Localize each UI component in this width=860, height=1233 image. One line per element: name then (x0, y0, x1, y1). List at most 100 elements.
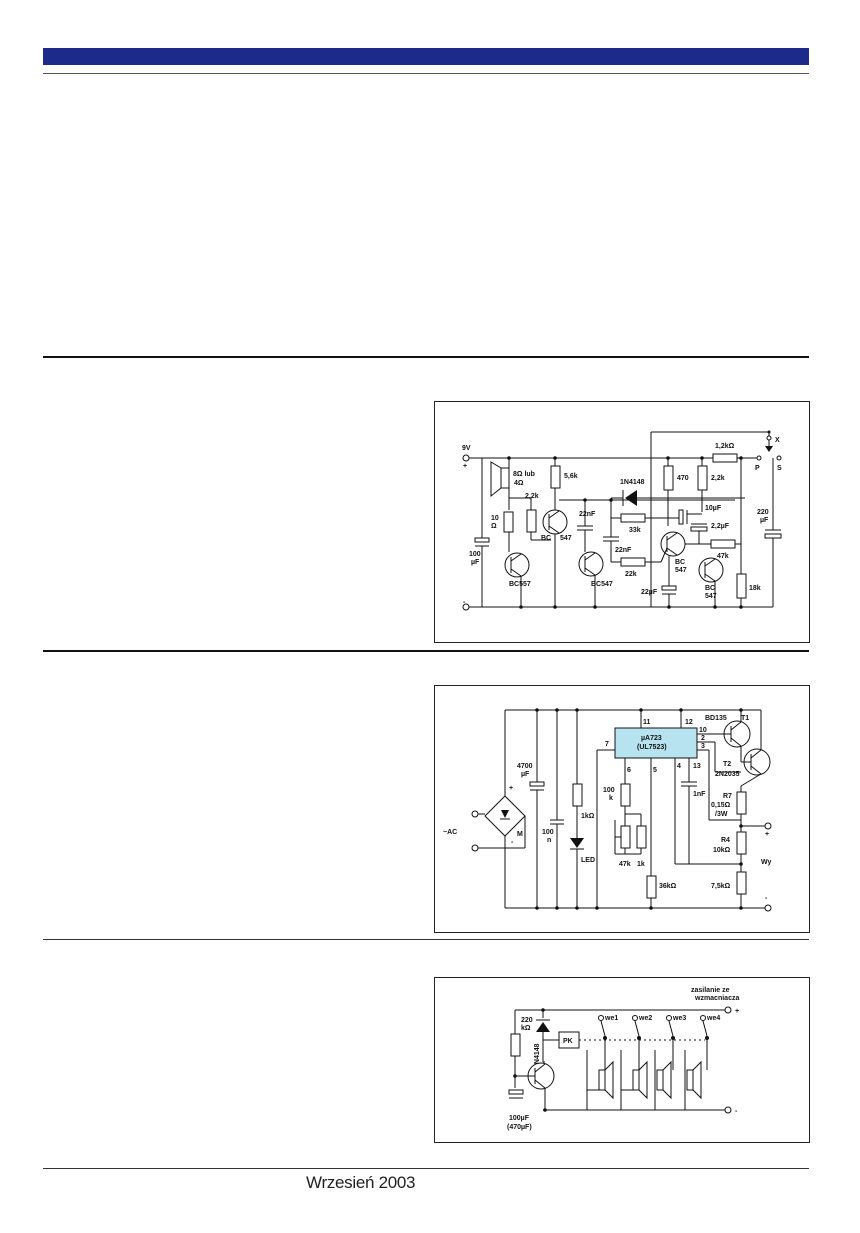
label-ac: ~AC (443, 829, 457, 836)
label-out-minus: - (765, 895, 768, 902)
label-r220-unit: kΩ (521, 1025, 531, 1032)
label-pin12: 12 (685, 719, 693, 726)
label-t1-type: BD135 (705, 715, 727, 722)
terminal-plus (724, 1006, 732, 1014)
label-c220: 220 (757, 509, 769, 516)
label-r36k: 36kΩ (659, 883, 677, 890)
label-pin6: 6 (627, 767, 631, 774)
label-r1k: 1kΩ (581, 813, 595, 820)
label-plus: + (463, 463, 467, 470)
resistor-1k (572, 783, 583, 807)
speaker-channel-3 (654, 1015, 675, 1110)
label-r47k: 47k (717, 553, 729, 560)
label-r2k2-a: 2,2k (525, 493, 539, 500)
label-r470: 470 (677, 475, 689, 482)
label-pin2: 2 (701, 735, 705, 742)
resistor-470 (663, 465, 674, 491)
capacitor-10uf (678, 509, 684, 525)
label-speaker: 8Ω lub (513, 471, 535, 478)
section-divider-3 (43, 939, 809, 940)
footer-date: Wrzesień 2003 (306, 1173, 416, 1192)
label-c220-unit: µF (760, 517, 769, 524)
resistor-7k5 (736, 871, 747, 895)
terminal-ground (462, 603, 470, 611)
resistor-36k (646, 875, 657, 899)
label-r2k2-b: 2,2k (711, 475, 725, 482)
resistor-47k (710, 539, 736, 549)
label-r4: R4 (721, 837, 730, 844)
label-t2: T2 (723, 761, 731, 768)
label-r100k-unit: k (609, 795, 613, 802)
label-we3: we3 (672, 1015, 686, 1022)
speaker-channel-2 (620, 1015, 648, 1110)
label-r1k2: 1,2kΩ (715, 443, 735, 450)
label-term-s: S (777, 465, 782, 472)
terminal-s (776, 455, 782, 461)
label-c100: 100 (469, 551, 481, 558)
terminal-p (756, 455, 762, 461)
label-r33k: 33k (629, 527, 641, 534)
capacitor-22uf (661, 585, 677, 591)
terminal-out-minus (764, 904, 772, 912)
resistor-1k-b (636, 825, 647, 849)
label-q2a: BC (541, 535, 551, 542)
label-we1: we1 (604, 1015, 618, 1022)
led (570, 838, 584, 848)
circuit-diagram-2: + M - ~AC 4700 µF 100 n 1kΩ LED µA723 (U… (434, 685, 810, 933)
terminal-ac-1 (471, 810, 479, 818)
resistor-33k (620, 513, 646, 523)
label-q2b: 547 (560, 535, 572, 542)
capacitor-100uf (474, 537, 490, 543)
label-c22nf-a: 22nF (579, 511, 596, 518)
label-minus: - (463, 599, 466, 606)
label-c4700: 4700 (517, 763, 533, 770)
label-out-plus: + (765, 831, 769, 838)
diode-1n4148 (625, 490, 637, 506)
label-pin13: 13 (693, 763, 701, 770)
label-pin4: 4 (677, 763, 681, 770)
label-c22nf-b: 22nF (615, 547, 632, 554)
label-d: 1N4148 (534, 1043, 541, 1068)
label-t1: T1 (741, 715, 749, 722)
label-r7: R7 (723, 793, 732, 800)
label-r1k-b: 1k (637, 861, 645, 868)
label-supply-2: wzmacniacza (694, 995, 739, 1002)
label-ic2: (UL7523) (637, 744, 667, 751)
label-q4a: BC (675, 559, 685, 566)
label-c1nf: 1nF (693, 791, 706, 798)
circuit-3-svg: zasilanie ze wzmacniacza + - 220 kΩ 1N41… (507, 987, 739, 1131)
resistor-r4 (736, 831, 747, 855)
label-supply-1: zasilanie ze (691, 987, 730, 994)
label-pin7: 7 (605, 741, 609, 748)
capacitor-4700uf (529, 781, 545, 787)
label-r7-val: 0,15Ω (711, 802, 731, 809)
potentiometer-47k (620, 825, 631, 849)
terminal-x (766, 435, 772, 441)
label-c470: (470µF) (507, 1124, 532, 1131)
label-r10-unit: Ω (491, 523, 497, 530)
diode-1n4148 (536, 1022, 550, 1032)
label-bridge-plus: + (509, 785, 513, 792)
ic-ua723 (614, 727, 698, 759)
header-underline (43, 73, 809, 74)
section-divider-2 (43, 650, 809, 652)
label-q3: BC547 (591, 581, 613, 588)
resistor-2k2-b (697, 465, 708, 491)
label-q5a: BC (705, 585, 715, 592)
resistor-1k2 (712, 453, 738, 463)
resistor-5k6 (550, 465, 561, 489)
terminal-minus (724, 1106, 732, 1114)
label-c22uf: 22µF (641, 589, 658, 596)
label-pin5: 5 (653, 767, 657, 774)
terminal-out-plus (764, 822, 772, 830)
circuit-diagram-1: 9V + - 8Ω lub 4Ω 10 Ω 2,2k 100 µF BC557 … (434, 401, 810, 643)
label-q5b: 547 (705, 593, 717, 600)
label-bridge-m: M (517, 831, 523, 838)
label-relay: PK (563, 1038, 573, 1045)
resistor-10ohm (503, 511, 514, 533)
circuit-diagram-3: zasilanie ze wzmacniacza + - 220 kΩ 1N41… (434, 977, 810, 1143)
label-bridge-minus: - (511, 839, 514, 846)
label-r7-w: /3W (715, 811, 728, 818)
speaker-body (500, 467, 510, 489)
label-speaker-ohm: 4Ω (514, 480, 524, 487)
